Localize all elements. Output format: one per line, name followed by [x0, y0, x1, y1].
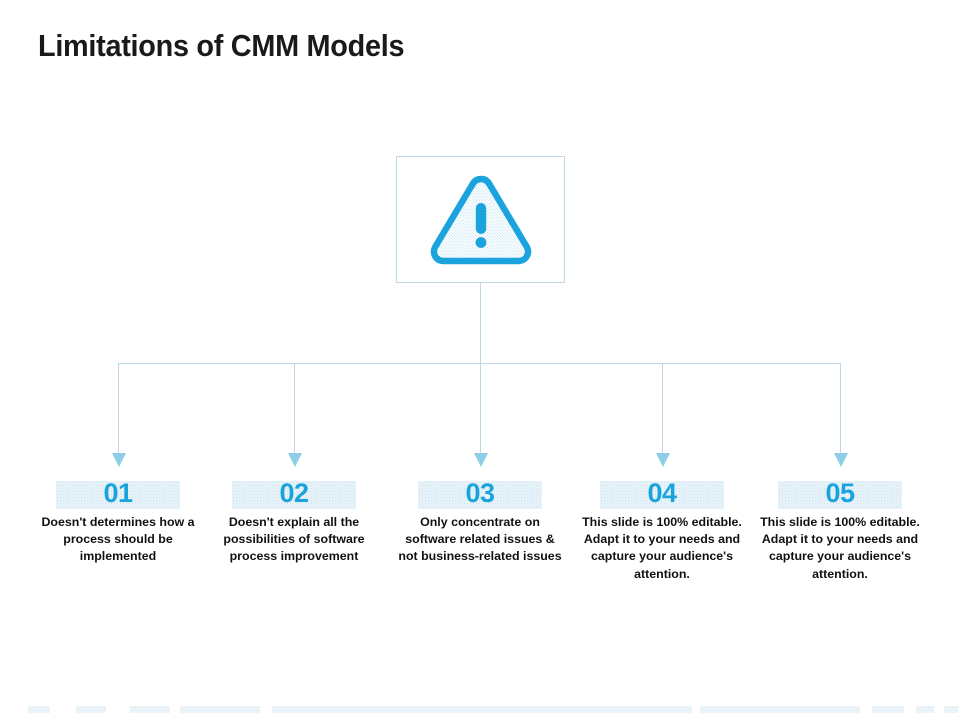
connector-drop-01 [118, 363, 119, 455]
column-05: 05 This slide is 100% editable. Adapt it… [754, 478, 926, 583]
strip-segment [180, 706, 260, 713]
strip-segment [76, 706, 106, 713]
connector-drop-05 [840, 363, 841, 455]
arrowhead-icon-04 [656, 453, 670, 467]
connector-drop-04 [662, 363, 663, 455]
column-text-02: Doesn't explain all the possibilities of… [223, 515, 365, 564]
strip-segment [700, 706, 860, 713]
badge-03: 03 [418, 478, 542, 509]
badge-number-04: 04 [647, 478, 677, 508]
warning-icon-box [396, 156, 565, 283]
column-01: 01 Doesn't determines how a process shou… [32, 478, 204, 566]
strip-segment [916, 706, 934, 713]
bottom-dotted-strip [0, 706, 960, 713]
arrowhead-icon-03 [474, 453, 488, 467]
badge-number-05: 05 [825, 478, 855, 508]
strip-segment [272, 706, 692, 713]
strip-segment [872, 706, 904, 713]
badge-05: 05 [778, 478, 902, 509]
connector-drop-02 [294, 363, 295, 455]
badge-02: 02 [232, 478, 356, 509]
column-text-04: This slide is 100% editable. Adapt it to… [582, 515, 742, 581]
arrowhead-icon-01 [112, 453, 126, 467]
strip-segment [944, 706, 958, 713]
arrowhead-icon-05 [834, 453, 848, 467]
badge-number-01: 01 [103, 478, 133, 508]
connector-stem-vertical [480, 283, 481, 363]
connector-drop-03 [480, 363, 481, 455]
column-text-03: Only concentrate on software related iss… [398, 515, 562, 564]
column-04: 04 This slide is 100% editable. Adapt it… [576, 478, 748, 583]
arrowhead-icon-02 [288, 453, 302, 467]
badge-04: 04 [600, 478, 724, 509]
column-02: 02 Doesn't explain all the possibilities… [208, 478, 380, 566]
connector-bus-horizontal [118, 363, 841, 364]
column-03: 03 Only concentrate on software related … [394, 478, 566, 566]
strip-segment [130, 706, 170, 713]
badge-number-02: 02 [279, 478, 309, 508]
warning-triangle-icon [430, 175, 531, 264]
strip-segment [28, 706, 50, 713]
badge-number-03: 03 [465, 478, 495, 508]
page-title: Limitations of CMM Models [38, 28, 405, 63]
badge-01: 01 [56, 478, 180, 509]
column-text-05: This slide is 100% editable. Adapt it to… [760, 515, 920, 581]
column-text-01: Doesn't determines how a process should … [41, 515, 195, 564]
